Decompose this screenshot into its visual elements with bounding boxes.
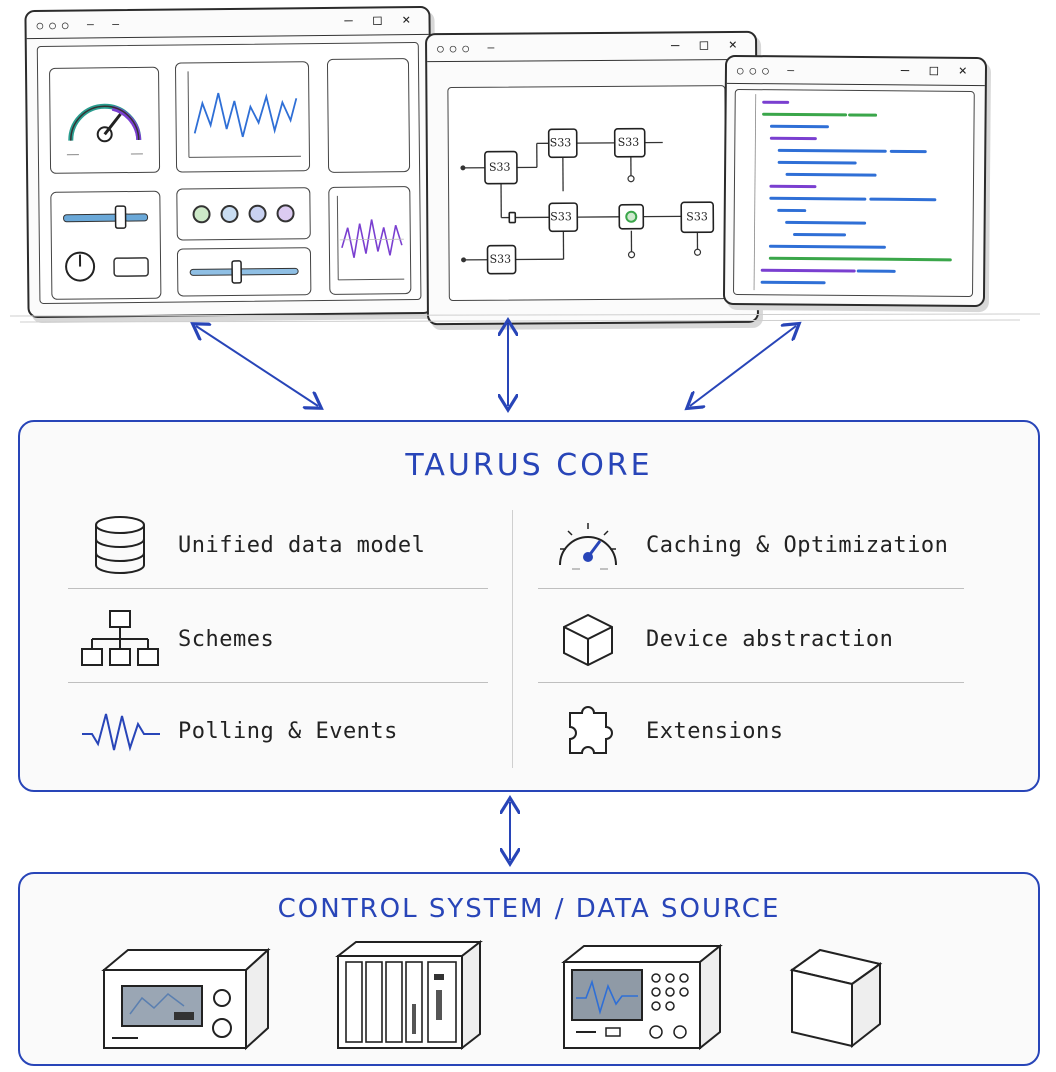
window-titlebar: ○○○ ─ — □ × xyxy=(726,56,986,87)
code-window: ○○○ ─ — □ × xyxy=(722,54,988,308)
gauge-icon xyxy=(66,103,143,156)
oscilloscope-icon xyxy=(561,943,723,1051)
purple-chart-panel xyxy=(328,186,412,295)
waveform-icon xyxy=(80,696,160,766)
slider-panel xyxy=(176,247,312,297)
waveform-chart-icon xyxy=(336,195,405,281)
data-source-box: CONTROL SYSTEM / DATA SOURCE xyxy=(18,872,1040,1066)
window-titlebar: ○○○ ─ — □ × xyxy=(426,32,756,63)
puzzle-icon xyxy=(548,696,628,766)
gauge-panel xyxy=(49,66,161,174)
block-label: S33 xyxy=(549,136,572,150)
window-controls[interactable]: — □ × xyxy=(670,36,744,54)
block-label: S33 xyxy=(489,252,512,266)
core-title: TAURUS CORE xyxy=(405,448,653,483)
block-label: S33 xyxy=(617,135,640,149)
feature-caching: Caching & Optimization xyxy=(548,510,948,580)
feature-label: Extensions xyxy=(646,718,784,744)
database-icon xyxy=(80,510,160,580)
power-supply-icon xyxy=(101,947,271,1051)
connection-arrows xyxy=(0,310,1056,420)
block-label: S33 xyxy=(686,210,708,224)
row-divider xyxy=(68,588,488,589)
line-chart-icon xyxy=(187,71,301,158)
schematic-canvas: S33 S33 S33 S33 S33 S33 xyxy=(447,85,727,302)
cube-icon xyxy=(789,948,883,1049)
gauge-icon xyxy=(548,510,628,580)
feature-unified-data-model: Unified data model xyxy=(80,510,425,580)
feature-schemes: Schemes xyxy=(80,604,274,674)
feature-label: Caching & Optimization xyxy=(646,532,949,558)
ground-shadow xyxy=(9,313,1041,323)
controls-panel xyxy=(50,190,162,300)
feature-label: Unified data model xyxy=(178,532,426,558)
block-diagram-icon xyxy=(460,127,715,275)
window-titlebar: ○○○ ─ ─ — □ × xyxy=(26,7,429,40)
feature-extensions: Extensions xyxy=(548,696,783,766)
window-dots-icon: ○○○ ─ xyxy=(736,63,801,78)
feature-label: Schemes xyxy=(178,626,275,652)
row-divider xyxy=(68,682,488,683)
feature-label: Polling & Events xyxy=(178,718,398,744)
window-dots-icon: ○○○ ─ ─ xyxy=(36,18,125,33)
window-dots-icon: ○○○ ─ xyxy=(437,41,501,56)
row-divider xyxy=(538,588,964,589)
line-chart-panel xyxy=(174,61,311,173)
window-controls[interactable]: — □ × xyxy=(344,12,417,29)
feature-polling-events: Polling & Events xyxy=(80,696,398,766)
source-title: CONTROL SYSTEM / DATA SOURCE xyxy=(277,894,781,924)
cube-icon xyxy=(548,604,628,674)
hierarchy-icon xyxy=(80,604,160,674)
dashboard-window: ○○○ ─ ─ — □ × xyxy=(24,5,434,319)
slider-knob-icon xyxy=(63,205,149,282)
code-editor xyxy=(733,88,975,298)
code-lines-icon xyxy=(753,94,952,291)
empty-panel xyxy=(326,58,411,173)
slider-icon xyxy=(189,260,299,284)
column-divider xyxy=(512,510,513,768)
window-controls[interactable]: — □ × xyxy=(900,62,974,80)
arrow-code-core xyxy=(690,326,796,406)
row-divider xyxy=(538,682,964,683)
block-label: S33 xyxy=(550,210,572,224)
indicator-leds-icon xyxy=(192,204,295,224)
schematic-window: ○○○ ─ — □ × xyxy=(424,30,760,326)
rack-server-icon xyxy=(335,939,483,1051)
feature-device-abstraction: Device abstraction xyxy=(548,604,893,674)
taurus-core-box: TAURUS CORE Unified data model xyxy=(18,420,1040,792)
leds-panel xyxy=(176,187,311,241)
block-label: S33 xyxy=(488,160,511,174)
arrow-core-source xyxy=(490,794,530,870)
feature-label: Device abstraction xyxy=(646,626,894,652)
arrow-dashboard-core xyxy=(196,326,318,406)
